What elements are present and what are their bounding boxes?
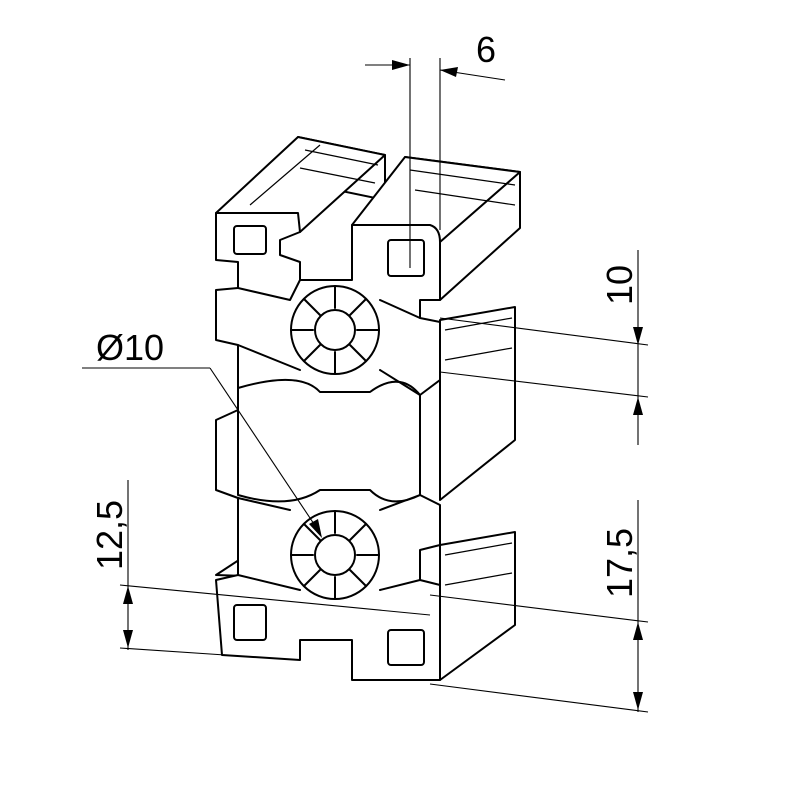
dimension-edge-to-slot-left: 12,5 [89, 480, 431, 656]
corner-cavity-top-right [387, 239, 425, 277]
lower-core-bore [290, 510, 380, 600]
central-hollow [237, 379, 421, 503]
corner-cavity-bottom-right [387, 629, 425, 666]
slot-offset-top-label: 10 [599, 265, 640, 305]
edge-to-slot-right-label: 17,5 [599, 528, 640, 598]
edge-to-slot-left-label: 12,5 [89, 500, 130, 570]
dimension-slot-width: 6 [365, 29, 506, 268]
corner-cavity-top-left [233, 225, 267, 255]
bore-diameter-label: Ø10 [96, 327, 164, 368]
dimension-edge-to-slot-right: 17,5 [429, 500, 649, 713]
dimension-slot-offset-top: 10 [439, 250, 649, 445]
profile-front-face [215, 212, 441, 681]
upper-core-bore [290, 285, 380, 375]
dimension-bore-diameter: Ø10 [82, 327, 322, 538]
corner-cavity-bottom-left [233, 604, 267, 641]
slot-width-label: 6 [476, 29, 496, 70]
